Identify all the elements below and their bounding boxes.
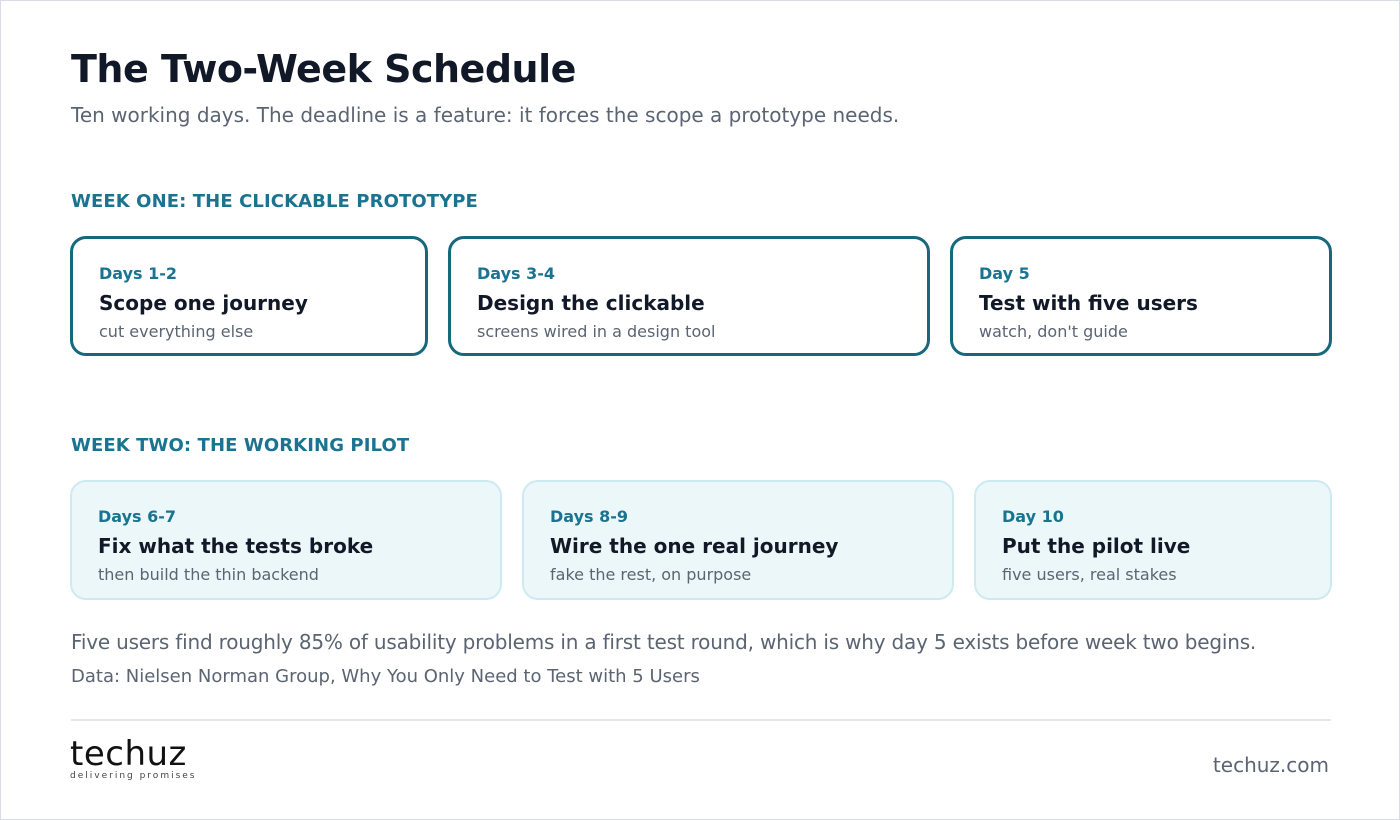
data-source: Data: Nielsen Norman Group, Why You Only…	[71, 666, 700, 687]
card-subtext: then build the thin backend	[98, 565, 319, 584]
card-heading: Test with five users	[979, 291, 1198, 315]
page-subtitle: Ten working days. The deadline is a feat…	[71, 103, 900, 127]
website-link[interactable]: techuz.com	[1212, 753, 1329, 777]
card-heading: Fix what the tests broke	[98, 534, 374, 558]
week-one-card-days-1-2: Days 1-2 Scope one journey cut everythin…	[70, 236, 428, 356]
logo-tagline: delivering promises	[70, 771, 197, 781]
card-heading: Design the clickable	[477, 291, 705, 315]
card-days: Days 1-2	[99, 264, 178, 283]
footnote: Five users find roughly 85% of usability…	[71, 630, 1257, 654]
week-two-card-days-6-7: Days 6-7 Fix what the tests broke then b…	[70, 480, 502, 600]
week-two-label: WEEK TWO: THE WORKING PILOT	[71, 435, 410, 456]
card-heading: Wire the one real journey	[550, 534, 839, 558]
week-two-card-days-8-9: Days 8-9 Wire the one real journey fake …	[522, 480, 954, 600]
card-days: Days 3-4	[477, 264, 556, 283]
card-days: Day 5	[979, 264, 1030, 283]
week-two-card-day-10: Day 10 Put the pilot live five users, re…	[974, 480, 1332, 600]
footer-divider	[71, 719, 1331, 721]
card-days: Days 8-9	[550, 507, 629, 526]
week-one-card-day-5: Day 5 Test with five users watch, don't …	[950, 236, 1332, 356]
card-days: Day 10	[1002, 507, 1064, 526]
week-one-label: WEEK ONE: THE CLICKABLE PROTOTYPE	[71, 191, 478, 212]
page-title: The Two-Week Schedule	[71, 47, 576, 91]
card-subtext: cut everything else	[99, 322, 254, 341]
card-subtext: watch, don't guide	[979, 322, 1128, 341]
logo-wordmark: techuz	[70, 734, 187, 774]
card-days: Days 6-7	[98, 507, 177, 526]
week-one-card-days-3-4: Days 3-4 Design the clickable screens wi…	[448, 236, 930, 356]
card-heading: Scope one journey	[99, 291, 308, 315]
company-logo: techuz delivering promises	[70, 737, 200, 787]
card-subtext: five users, real stakes	[1002, 565, 1177, 584]
card-subtext: fake the rest, on purpose	[550, 565, 752, 584]
card-subtext: screens wired in a design tool	[477, 322, 716, 341]
card-heading: Put the pilot live	[1002, 534, 1191, 558]
